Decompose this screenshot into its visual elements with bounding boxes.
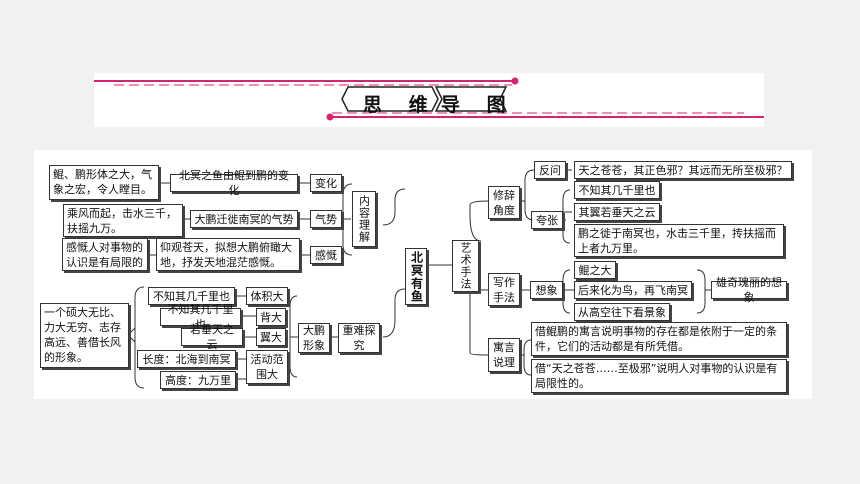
fable-item-2: 借“天之苍苍……至极邪”说明人对事物的认识是有局限性的。	[531, 359, 787, 393]
emotion-mid: 仰观苍天，拟想大鹏俯瞰大地，抒发天地混茫感慨。	[156, 238, 300, 271]
question-tag: 反问	[534, 161, 566, 179]
exaggeration-item-1: 不知其几千里也	[574, 181, 660, 199]
exaggeration-item-2: 其翼若垂天之云	[574, 203, 660, 221]
title-word-1: 思 维	[363, 94, 438, 116]
momentum-mid: 大鹏迁徙南冥的气势	[190, 210, 298, 228]
title-word-2: 导 图	[441, 94, 516, 116]
banner-decoration	[94, 77, 764, 121]
imagine-item-1: 鲲之大	[574, 261, 616, 279]
emotion-desc: 感慨人对事物的认识是有局限的	[62, 238, 148, 271]
exaggeration-item-3: 鹏之徙于南冥也，水击三千里，抟扶摇而上者九万里。	[574, 224, 784, 257]
momentum-tag: 气势	[310, 210, 342, 228]
writing-node: 写作手法	[488, 273, 520, 306]
back-tag: 背大	[256, 308, 286, 326]
range-length: 长度：北海到南冥	[137, 350, 236, 368]
imagine-item-3: 从高空往下看景象	[574, 303, 670, 321]
content-understanding-node: 内容理解	[352, 191, 376, 247]
imagine-item-2: 后来化为鸟，再飞南冥	[574, 281, 692, 299]
peng-summary: 一个硕大无比、力大无穷、志存高远、善借长风的形象。	[40, 303, 129, 368]
change-tag: 变化	[310, 174, 342, 192]
wing-text: 若垂天之云	[181, 323, 243, 351]
fable-item-1: 借鲲鹏的寓言说明事物的存在都是依附于一定的条件，它们的活动都是有所凭借。	[531, 322, 787, 356]
range-height: 高度：九万里	[160, 371, 236, 389]
rhetoric-node: 修辞角度	[488, 186, 520, 219]
root-node: 北冥有鱼	[405, 248, 427, 305]
momentum-desc: 乘风而起，击水三千，扶摇九万。	[63, 204, 183, 237]
back-text: 不知其几千里也	[160, 303, 241, 331]
change-mid: 北冥之鱼由鲲到鹏的变化	[170, 169, 298, 197]
exaggeration-tag: 夸张	[531, 211, 563, 229]
wing-tag: 翼大	[256, 328, 286, 346]
range-tag: 活动范围大	[246, 350, 288, 384]
art-technique-node: 艺术手法	[452, 240, 479, 292]
imagine-result: 雄奇瑰丽的想象	[711, 276, 787, 304]
imagine-tag: 想象	[530, 281, 563, 299]
change-desc: 鲲、鹏形体之大，气象之宏，令人瞠目。	[49, 165, 159, 200]
fable-node: 寓言说理	[488, 338, 520, 372]
key-explore-node: 重难探究	[338, 323, 380, 353]
question-text: 天之苍苍，其正色邪？其远而无所至极邪？	[574, 161, 792, 179]
peng-image-node: 大鹏形象	[298, 323, 330, 353]
size-text: 不知其几千里也	[148, 287, 235, 305]
title-banner	[94, 73, 764, 127]
emotion-tag: 感慨	[310, 246, 342, 264]
size-tag: 体积大	[246, 287, 288, 305]
